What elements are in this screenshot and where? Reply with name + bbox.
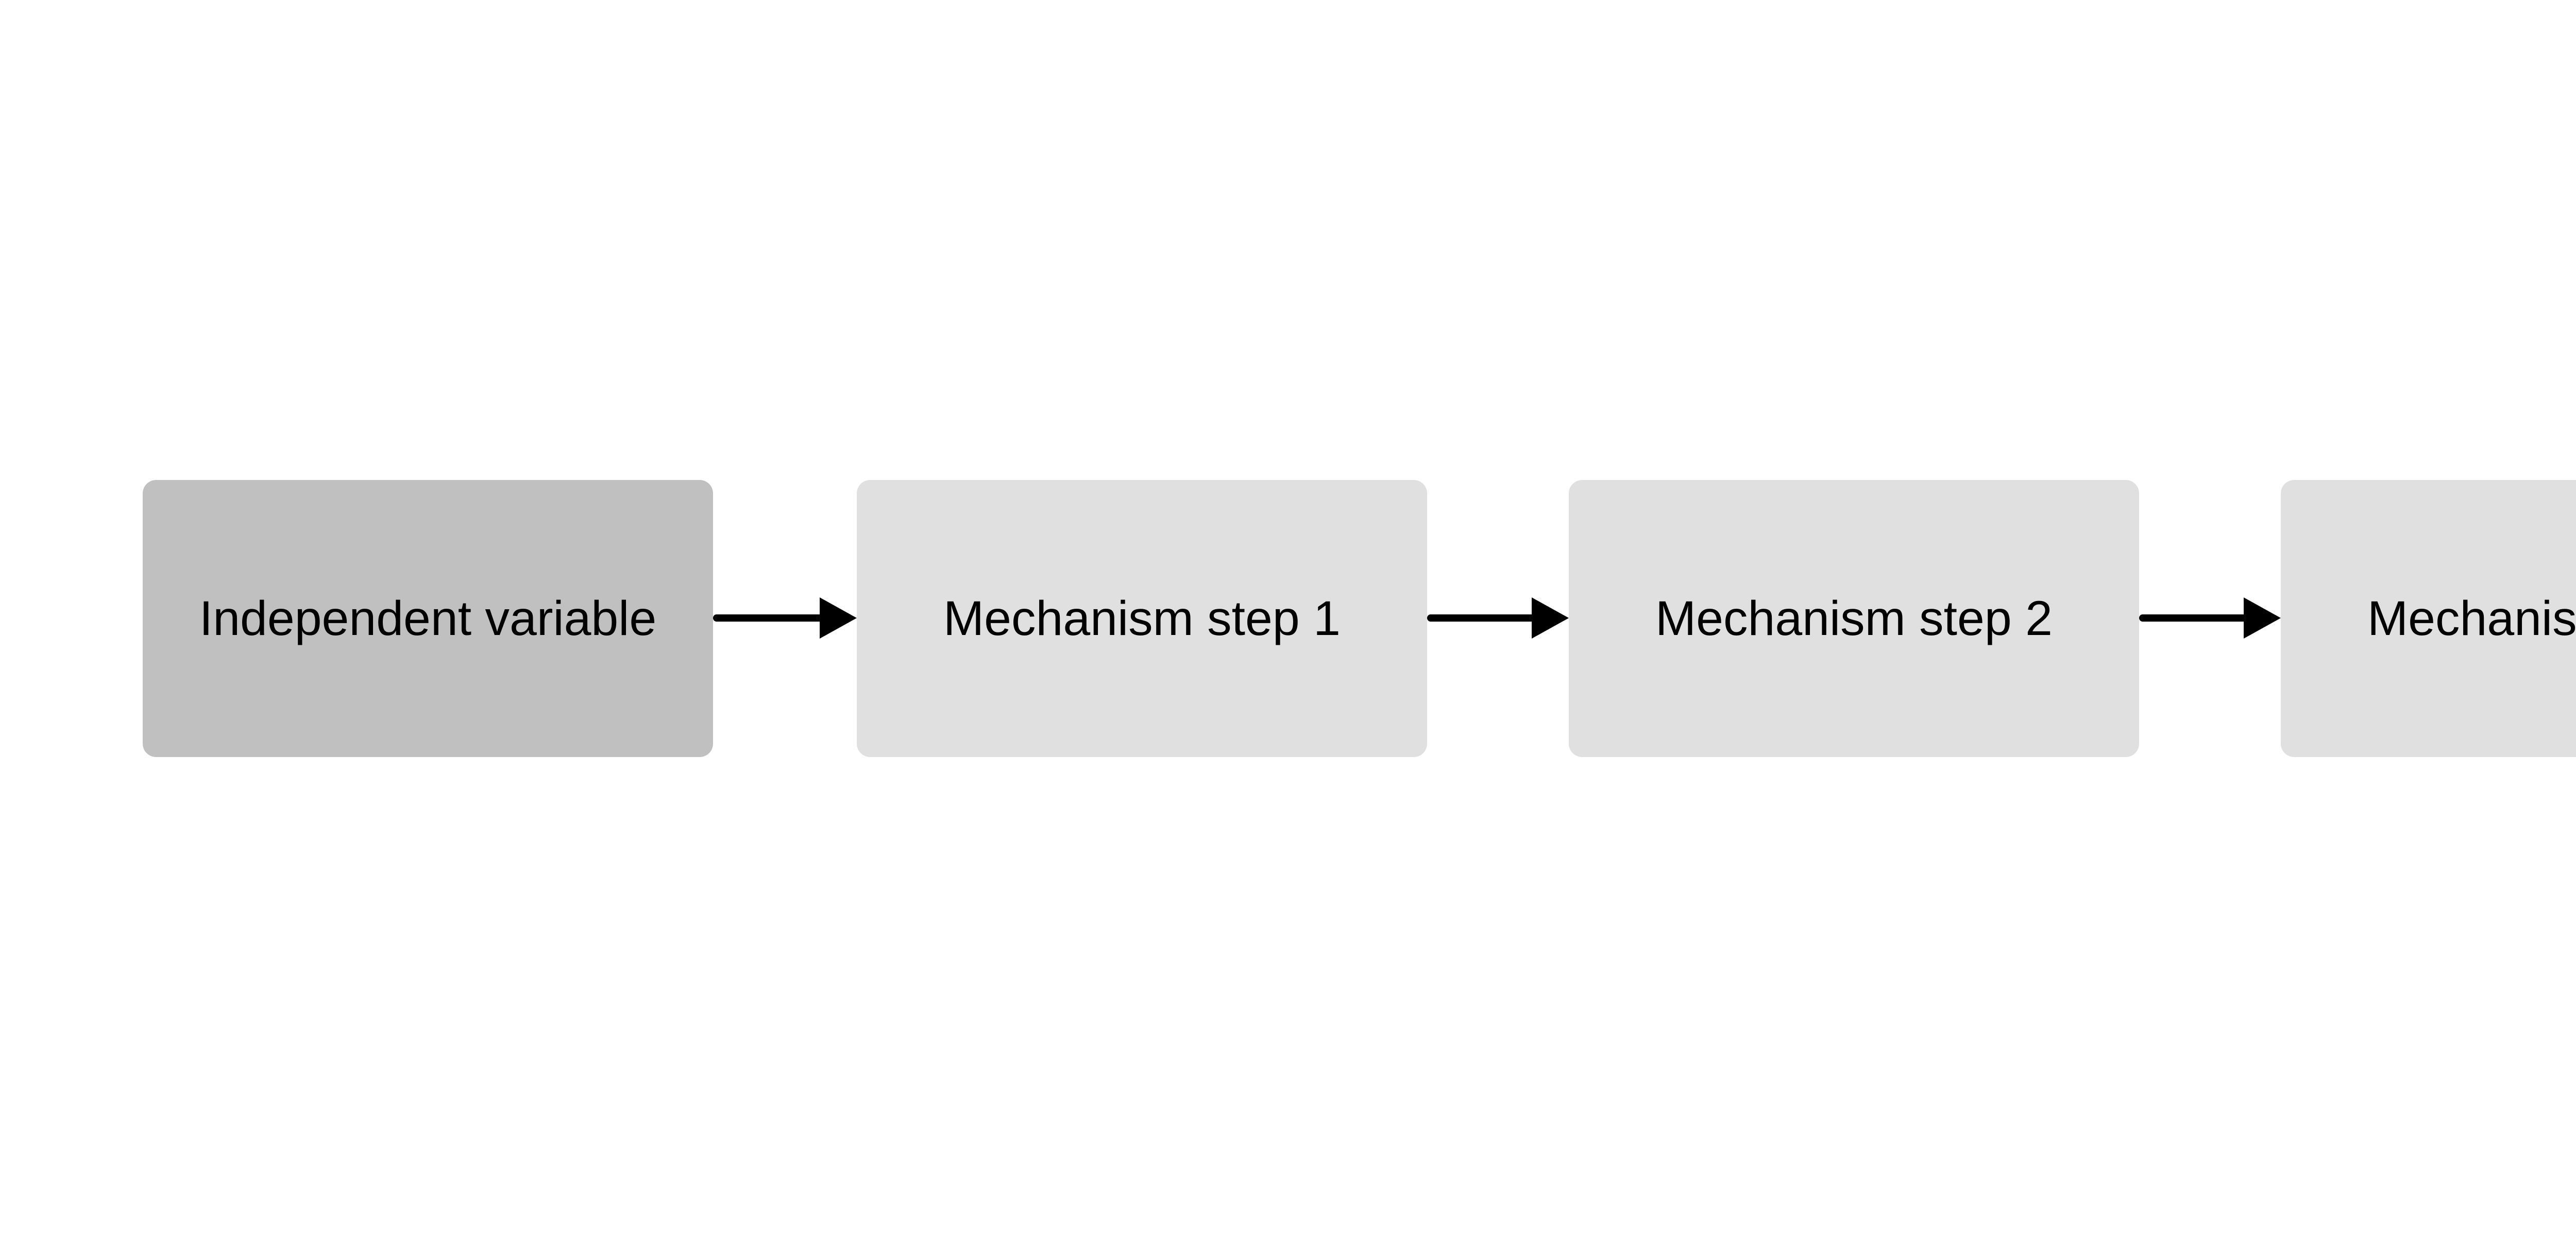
flow-arrow-1: [713, 597, 857, 639]
arrow-shaft: [713, 614, 824, 622]
flow-arrow-3: [2139, 597, 2281, 639]
node-independent-variable-label: Independent variable: [199, 591, 657, 646]
node-mechanism-step-3-label: Mechanism step 3: [2367, 591, 2576, 646]
node-mechanism-step-1: Mechanism step 1: [857, 480, 1427, 757]
node-mechanism-step-1-label: Mechanism step 1: [943, 591, 1341, 646]
node-mechanism-step-2: Mechanism step 2: [1569, 480, 2139, 757]
node-mechanism-step-2-label: Mechanism step 2: [1655, 591, 2053, 646]
arrowhead-icon: [2244, 597, 2281, 639]
flow-arrow-2: [1427, 597, 1569, 639]
arrow-shaft: [1427, 614, 1536, 622]
arrowhead-icon: [820, 597, 857, 639]
arrowhead-icon: [1532, 597, 1569, 639]
arrow-shaft: [2139, 614, 2248, 622]
node-independent-variable: Independent variable: [143, 480, 713, 757]
node-mechanism-step-3: Mechanism step 3: [2281, 480, 2576, 757]
